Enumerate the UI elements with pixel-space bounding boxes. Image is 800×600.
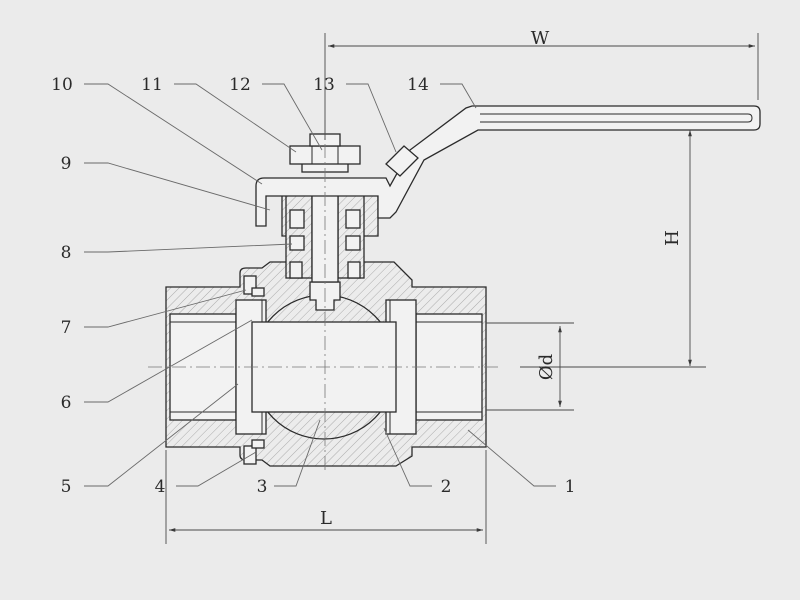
part-label-13: 13: [313, 75, 335, 95]
part-label-11: 11: [141, 75, 163, 95]
part-label-3: 3: [257, 477, 268, 497]
part-label-4: 4: [155, 477, 166, 497]
part-label-12: 12: [229, 75, 251, 95]
dim-label-length: L: [320, 508, 332, 529]
dimension-lines: [165, 33, 759, 544]
part-label-6: 6: [61, 393, 72, 413]
part-label-2: 2: [441, 477, 452, 497]
part-label-14: 14: [407, 75, 429, 95]
lever-handle: [255, 105, 761, 227]
dim-label-bore: Ød: [536, 354, 557, 380]
center-lines: [148, 120, 500, 470]
part-label-1: 1: [565, 477, 576, 497]
dim-label-width: W: [531, 28, 550, 49]
part-label-8: 8: [61, 243, 72, 263]
part-label-10: 10: [51, 75, 73, 95]
part-label-7: 7: [61, 318, 72, 338]
part-label-9: 9: [61, 154, 72, 174]
leader-lines: [84, 83, 556, 487]
part-label-5: 5: [61, 477, 72, 497]
dim-label-height: H: [662, 230, 683, 246]
